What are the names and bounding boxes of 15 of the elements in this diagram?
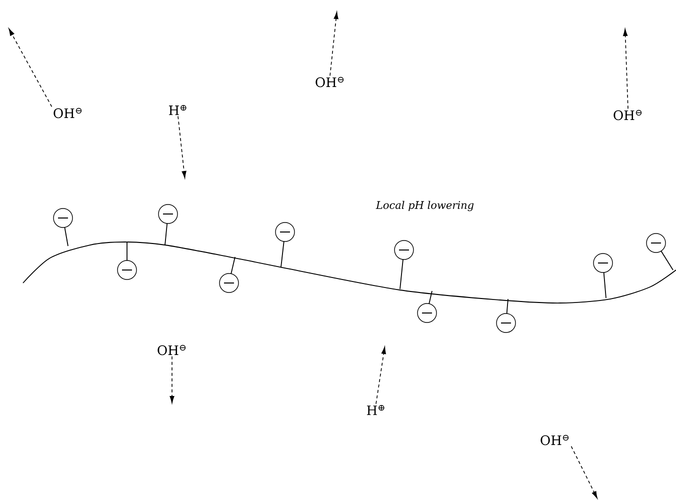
arrow [8,28,52,108]
ion-label: H$^{⊕}$ [169,104,186,116]
arrow [570,446,598,498]
annotation: Local pH lowering [376,200,474,212]
ion-label: OH$^{⊖}$ [316,76,344,88]
arrow [623,28,628,110]
ion-label: H$^{⊕}$ [367,404,384,416]
arrow [170,356,174,404]
arrow [330,12,338,76]
ion-label: OH$^{⊖}$ [540,434,569,446]
ion-label: OH$^{⊖}$ [54,108,82,118]
arrow [178,116,186,178]
ion-label: OH$^{⊖}$ [158,344,186,356]
ion-label: OH$^{⊖}$ [614,110,642,120]
arrow [376,346,386,404]
